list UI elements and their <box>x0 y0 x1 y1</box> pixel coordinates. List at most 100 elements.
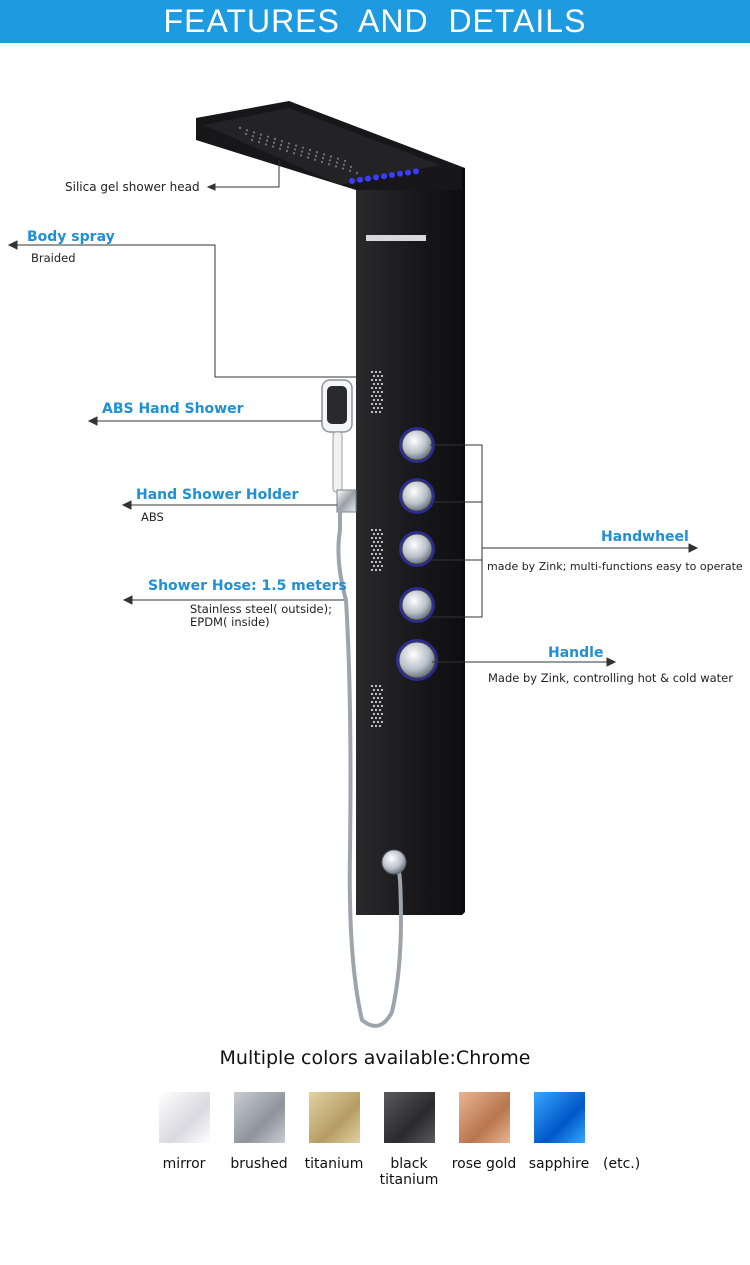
nozzle-dot <box>285 149 289 153</box>
jet-dot <box>376 382 380 386</box>
jet-dot <box>380 374 384 378</box>
hand-shower-face <box>327 386 347 424</box>
jet-dot <box>372 382 376 386</box>
jet-dot <box>372 712 376 716</box>
label-hose: Shower Hose: 1.5 meters <box>148 578 347 594</box>
led-dot <box>413 168 419 175</box>
leader-shower-head <box>214 160 280 188</box>
jet-dot <box>372 688 376 692</box>
jet-dot <box>374 378 378 382</box>
nozzle-dot <box>280 140 284 143</box>
arrow-handwheel <box>688 543 699 553</box>
nozzle-dot <box>342 163 346 166</box>
hose-connector <box>381 849 407 875</box>
jet-dot <box>374 536 378 540</box>
leader-lines <box>7 160 699 667</box>
jet-dot <box>380 548 384 552</box>
jet-dot <box>380 406 384 410</box>
shower-panel <box>196 101 465 915</box>
nozzle-dot <box>327 163 331 166</box>
swatch-label: sapphire <box>528 1156 590 1172</box>
desc-body-spray: Braided <box>31 251 76 265</box>
nozzle-dot <box>307 152 311 155</box>
nozzle-dot <box>257 141 261 144</box>
knob <box>401 533 433 565</box>
label-handle: Handle <box>548 645 604 661</box>
led-dot <box>389 172 395 178</box>
jet-dot <box>380 720 384 724</box>
knob <box>401 589 433 621</box>
jet-dot <box>372 556 376 560</box>
swatch-brushed <box>234 1092 285 1143</box>
jet-dot <box>370 402 374 406</box>
jet-dot <box>378 410 382 414</box>
jet-dot <box>380 556 384 560</box>
jet-dot <box>374 560 378 564</box>
nozzle-dot <box>273 137 277 141</box>
jet-dot <box>374 528 378 532</box>
jet-dot <box>372 720 376 724</box>
jet-dot <box>374 370 378 374</box>
nozzle-dot <box>287 142 291 145</box>
jet-dot <box>378 552 382 556</box>
nozzle-dot <box>265 139 269 142</box>
desc-handwheel: made by Zink; multi-functions easy to op… <box>487 560 743 573</box>
jet-dot <box>376 548 380 552</box>
nozzle-dot <box>293 148 297 151</box>
desc-hose-inside: EPDM( inside) <box>190 615 270 629</box>
led-dot <box>405 169 411 176</box>
swatch-mirror <box>159 1092 210 1143</box>
arrow-hose <box>122 595 133 605</box>
jet-dot <box>370 394 374 398</box>
jet-dot <box>370 528 374 532</box>
nozzle-dot <box>348 169 352 172</box>
nozzle-dot <box>264 143 268 146</box>
jet-dot <box>376 406 380 410</box>
jet-dot <box>374 386 378 390</box>
jet-dot <box>370 568 374 572</box>
jet-dot <box>370 378 374 382</box>
jet-dot <box>376 556 380 560</box>
nozzle-dot <box>306 156 310 159</box>
led-strip <box>349 168 419 184</box>
desc-holder: ABS <box>141 510 164 524</box>
nozzle-dot <box>313 158 317 161</box>
jet-dot <box>370 536 374 540</box>
nozzle-dot <box>292 152 296 155</box>
jet-dot <box>370 544 374 548</box>
hand-shower-holder-part <box>336 489 357 513</box>
swatch-label: titanium <box>304 1156 364 1172</box>
jet-dot <box>378 716 382 720</box>
nozzle-dot <box>349 165 353 169</box>
led-dot <box>357 176 363 183</box>
nozzle-dot <box>245 129 249 132</box>
led-dot <box>365 175 371 182</box>
jet-dot <box>374 716 378 720</box>
header-banner: FEATURES AND DETAILS <box>0 0 750 43</box>
nozzle-dot <box>321 157 325 160</box>
jet-dot <box>378 560 382 564</box>
jet-dot <box>378 370 382 374</box>
jet-dot <box>376 720 380 724</box>
arrow-holder <box>121 500 132 510</box>
jet-dot <box>380 390 384 394</box>
nozzle-dot <box>279 143 283 147</box>
nozzle-dot <box>266 135 270 138</box>
jet-dot <box>372 548 376 552</box>
jet-dot <box>380 532 384 536</box>
nozzle-dot <box>334 165 338 168</box>
jet-dot <box>374 568 378 572</box>
jet-dot <box>374 684 378 688</box>
nozzle-dot <box>329 155 333 158</box>
jet-dot <box>378 536 382 540</box>
nozzle-dot <box>355 171 359 175</box>
nozzle-dot <box>336 157 340 160</box>
jet-dot <box>378 528 382 532</box>
jet-dot <box>370 386 374 390</box>
jet-dot <box>372 532 376 536</box>
jet-dot <box>376 712 380 716</box>
jet-dot <box>376 390 380 394</box>
jet-dot <box>378 568 382 572</box>
led-dot <box>381 173 387 180</box>
